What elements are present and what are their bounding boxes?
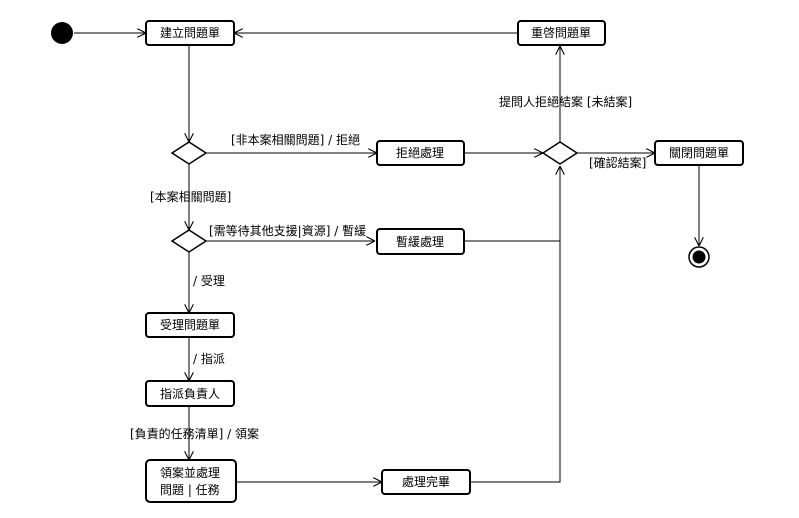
node-claim-and-process-line2: 問題 | 任務 <box>160 483 220 497</box>
label-confirm-guard: [確認結案] <box>589 155 646 170</box>
node-suspend-handling-label: 暫緩處理 <box>396 234 444 249</box>
label-suspend-guard: [需等待其他支援|資源] / 暫緩 <box>209 223 366 238</box>
final-node <box>688 246 710 268</box>
edge-suspend-to-decision3 <box>464 166 560 242</box>
node-reopen-issue-label: 重啓問題單 <box>531 25 591 40</box>
initial-node <box>51 22 73 44</box>
label-accept-action: / 受理 <box>193 274 225 288</box>
node-claim-and-process: 領案並處理 問題 | 任務 <box>145 459 237 503</box>
label-related-guard: [本案相關問題] <box>150 189 231 204</box>
node-processing-complete-label: 處理完畢 <box>402 474 450 489</box>
node-assign-owner-label: 指派負責人 <box>160 386 220 401</box>
node-reopen-issue: 重啓問題單 <box>517 20 606 46</box>
node-suspend-handling: 暫緩處理 <box>376 228 465 255</box>
decision-node-related <box>170 141 208 165</box>
node-assign-owner: 指派負責人 <box>145 380 235 407</box>
label-reject-guard: [非本案相關問題] / 拒絕 <box>231 132 360 147</box>
node-reject-handling: 拒絕處理 <box>376 140 465 166</box>
decision-node-close <box>541 141 579 165</box>
node-create-issue: 建立問題單 <box>145 20 235 46</box>
node-accept-issue: 受理問題單 <box>145 312 235 338</box>
label-claim-guard: [負責的任務清單] / 領案 <box>130 426 259 441</box>
label-assign-action: / 指派 <box>193 351 225 366</box>
edge-done-to-decision3 <box>470 241 561 483</box>
node-processing-complete: 處理完畢 <box>381 469 471 495</box>
node-close-issue: 關閉問題單 <box>654 140 744 166</box>
node-claim-and-process-line1: 領案並處理 <box>160 465 220 480</box>
node-reject-handling-label: 拒絕處理 <box>396 146 444 160</box>
edges <box>74 33 699 482</box>
label-reopen-guard: 提問人拒絕結案 [未結案] <box>499 94 632 109</box>
node-close-issue-label: 關閉問題單 <box>669 146 729 160</box>
decision-node-suspend <box>170 229 208 253</box>
node-accept-issue-label: 受理問題單 <box>160 318 220 332</box>
node-create-issue-label: 建立問題單 <box>160 25 220 40</box>
